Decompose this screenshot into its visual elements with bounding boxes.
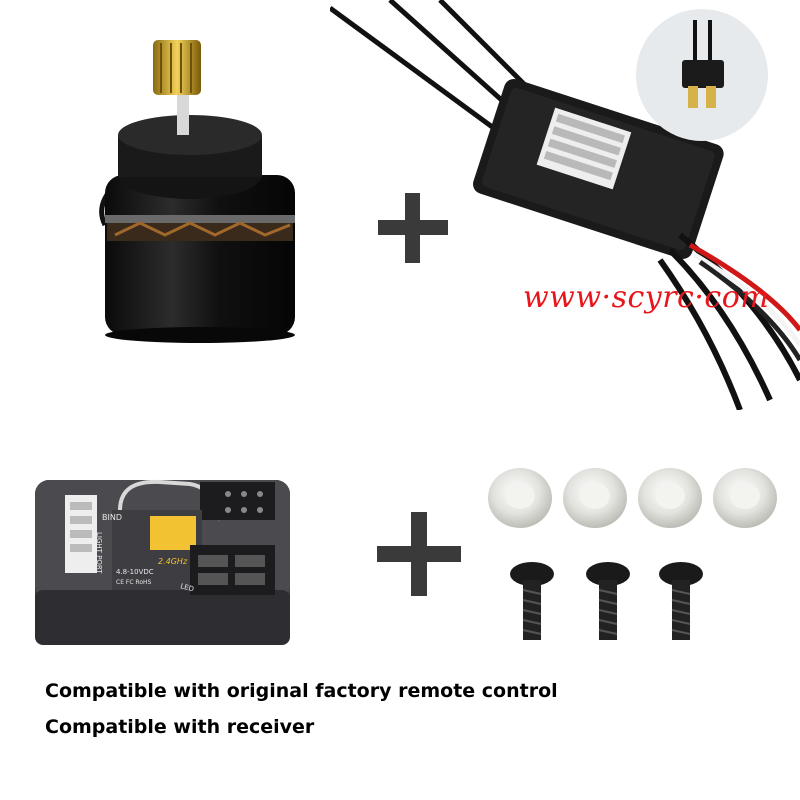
receiver-band-label: 2.4GHz [158, 557, 188, 566]
receiver-bind-label: BIND [102, 513, 122, 522]
caption-receiver-compatibility: Compatible with receiver [45, 716, 315, 738]
receiver-image: BIND LIGHT PORT 4.8-10VDC CE FC RoHS 2.4… [30, 470, 300, 650]
receiver-voltage-label: 4.8-10VDC [116, 568, 154, 576]
plus-icon [378, 193, 448, 263]
screws-image [505, 560, 705, 645]
receiver-led-label: LED [179, 582, 194, 593]
receiver-light-port-label: LIGHT PORT [95, 532, 103, 574]
esc-speed-controller-image [330, 0, 800, 410]
caption-remote-compatibility: Compatible with original factory remote … [45, 680, 558, 702]
brushless-motor-image [95, 35, 305, 345]
rubber-washers-image [485, 460, 785, 535]
plus-icon [377, 512, 461, 596]
receiver-cert-label: CE FC RoHS [116, 579, 152, 586]
watermark-text: www·scyrc·com [523, 280, 770, 315]
